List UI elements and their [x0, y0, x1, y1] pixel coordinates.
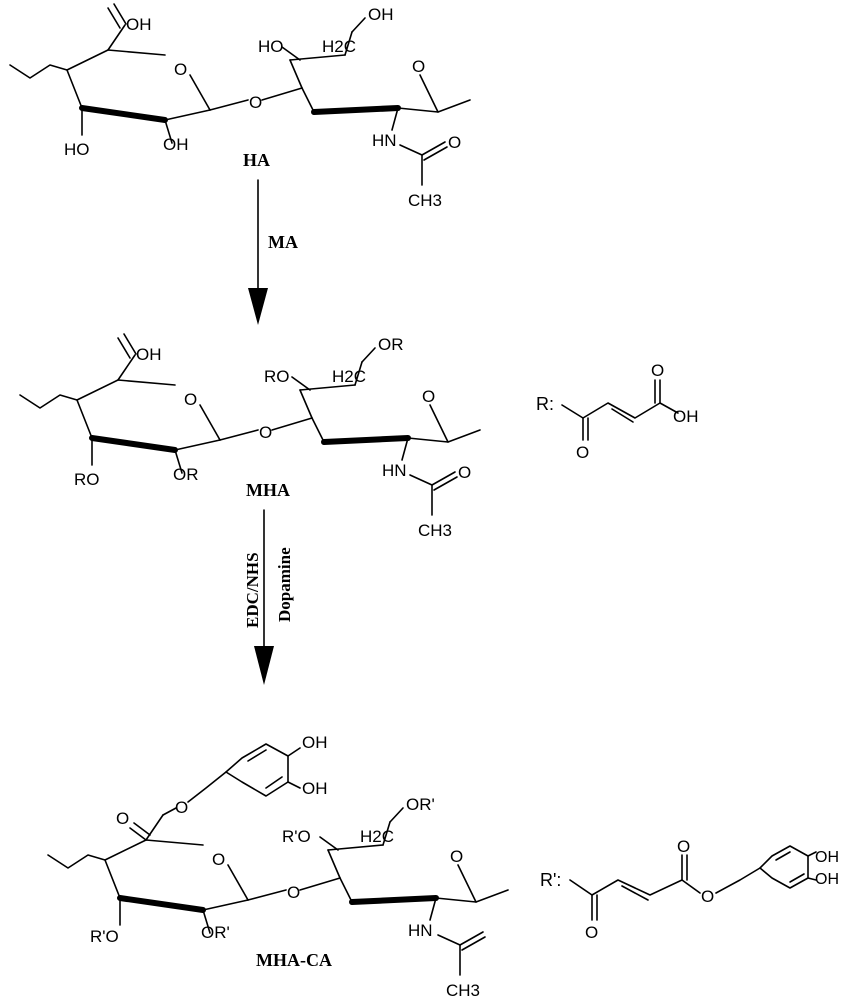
ha-cooh: OH	[126, 15, 152, 34]
substituent-r-acid-oh: OH	[673, 407, 699, 426]
mha-ch3: CH3	[418, 521, 452, 540]
mha-ring-o2: O	[422, 387, 435, 406]
mhaca-label: MHA-CA	[256, 950, 332, 970]
arrow-step1: MA	[248, 180, 298, 325]
substituent-r-prime-bonds	[570, 846, 816, 920]
mhaca-or-2: OR'	[201, 923, 230, 942]
ha-oh-3: HO	[258, 37, 284, 56]
mha-nh: HN	[382, 461, 407, 480]
mha-ro-3: RO	[264, 367, 290, 386]
ha-label: HA	[243, 150, 270, 170]
arrow-step2: EDC/NHS Dopamine	[243, 510, 294, 685]
mha-ring-o1: O	[184, 390, 197, 409]
structure-mha: OH O O RO OR RO H2C OR O HN O CH3 MHA	[20, 334, 480, 540]
mha-or-2: OR	[173, 465, 199, 484]
substituent-r-prime-ester-o1: O	[677, 837, 690, 856]
mhaca-carbonyl-o: O	[116, 809, 129, 828]
substituent-r-prime-ester-o2: O	[701, 887, 714, 906]
ha-co-o: O	[448, 133, 461, 152]
mhaca-cat-oh1: OH	[302, 733, 328, 752]
substituent-r-prime-keto-o: O	[585, 923, 598, 942]
reagent-dopamine: Dopamine	[275, 547, 294, 622]
mha-cooh: OH	[136, 345, 162, 364]
substituent-r-prime: R': O O O OH OH	[540, 837, 839, 942]
ha-bridge-o: O	[249, 93, 262, 112]
mhaca-bridge-o: O	[287, 883, 300, 902]
substituent-r-acid-o: O	[651, 361, 664, 380]
ha-ch3: CH3	[408, 191, 442, 210]
reagent-ma: MA	[268, 232, 298, 252]
substituent-r-bonds	[562, 380, 678, 440]
mhaca-ch3: CH3	[446, 981, 480, 1000]
mhaca-cat-oh2: OH	[302, 779, 328, 798]
ha-ring-o1: O	[174, 60, 187, 79]
ha-oh-2: OH	[163, 135, 189, 154]
mhaca-ro-4: R'O	[90, 927, 119, 946]
ha-oh-4: HO	[64, 140, 90, 159]
substituent-r-label: R:	[536, 394, 554, 414]
substituent-r-prime-oh2: OH	[815, 871, 839, 888]
mhaca-ester-o: O	[175, 798, 188, 817]
mha-bridge-o: O	[259, 423, 272, 442]
structure-mhaca: O O OH OH O O R'O OR' R'O H2C OR' O HN C…	[48, 733, 508, 1000]
structure-ha: OH O O HO OH HO H2C OH O HN O CH3 HA	[10, 4, 470, 210]
mha-ro-4: RO	[74, 470, 100, 489]
substituent-r-keto-o: O	[576, 443, 589, 462]
reagent-edc-nhs: EDC/NHS	[243, 552, 262, 628]
mhaca-ch2-or: OR'	[406, 795, 435, 814]
ha-ch2: H2C	[322, 37, 356, 56]
mha-co-o: O	[458, 463, 471, 482]
mha-label: MHA	[246, 480, 290, 500]
mha-ch2: H2C	[332, 367, 366, 386]
ha-nh: HN	[372, 131, 397, 150]
substituent-r-prime-label: R':	[540, 870, 561, 890]
mhaca-ring-o2: O	[450, 847, 463, 866]
mha-ch2-or: OR	[378, 335, 404, 354]
mhaca-ring-o1: O	[212, 850, 225, 869]
ha-ring-o2: O	[412, 57, 425, 76]
mhaca-nh: HN	[408, 921, 433, 940]
substituent-r: R: O O OH	[536, 361, 699, 462]
ha-ch2-oh: OH	[368, 5, 394, 24]
mhaca-ro-3: R'O	[282, 827, 311, 846]
substituent-r-prime-oh1: OH	[815, 849, 839, 866]
mhaca-ch2: H2C	[360, 827, 394, 846]
